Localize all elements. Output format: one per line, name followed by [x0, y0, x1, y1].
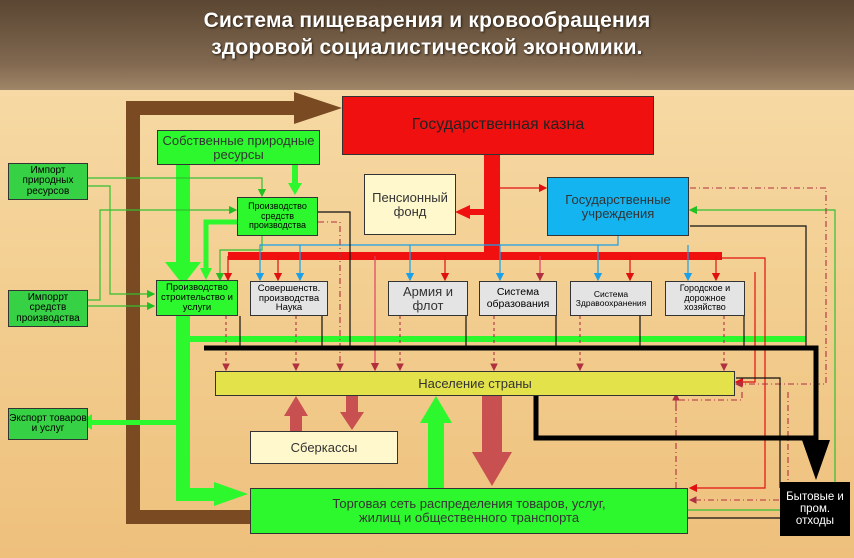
title-line-2: здоровой социалистической экономики. — [211, 36, 643, 59]
import-natural-box: Импорт природных ресурсов — [8, 163, 88, 200]
title-bar: Система пищеварения и кровообращения здо… — [0, 0, 854, 90]
savings-banks-label: Сберкассы — [290, 439, 358, 455]
gov-lines — [255, 236, 693, 282]
army-label: Армия и флот — [402, 283, 453, 313]
treasury-feeds — [223, 183, 766, 493]
title-line-1: Система пищеварения и кровообращения — [203, 9, 651, 32]
city-roads-label: Городское и дорожное хозяйство — [679, 283, 731, 313]
population-label: Население страны — [418, 375, 532, 391]
construction-label: Производство строительство и услуги — [161, 282, 233, 313]
treasury-label: Государственная казна — [411, 116, 585, 134]
healthcare-box: Система Здравоохранения — [570, 281, 652, 316]
trade-network-box: Торговая сеть распределения товаров, усл… — [250, 488, 688, 534]
green-flows — [80, 163, 806, 506]
brown-flow — [126, 92, 342, 524]
import-means-label: Импоррт средств производства — [16, 291, 80, 324]
means-production-box: Производство средств производства — [237, 197, 318, 236]
savings-flows — [284, 396, 512, 486]
population-box: Население страны — [215, 371, 735, 396]
natural-resources-box: Собственные природные ресурсы — [157, 130, 320, 165]
gov-institutions-box: Государственные учреждения — [547, 177, 689, 236]
diagram-background — [0, 90, 854, 558]
gov-institutions-label: Государственные учреждения — [565, 191, 671, 221]
trade-to-gov — [688, 205, 836, 511]
science-label: Совершенств. производства Наука — [257, 282, 321, 314]
pink-feeds — [370, 256, 545, 372]
healthcare-label: Система Здравоохранения — [575, 288, 647, 308]
army-box: Армия и флот — [388, 281, 468, 316]
pension-fund-label: Пенсионный фонд — [372, 189, 448, 219]
trade-network-label: Торговая сеть распределения товаров, усл… — [332, 496, 606, 525]
import-lines — [87, 177, 267, 311]
construction-box: Производство строительство и услуги — [156, 280, 238, 316]
pension-fund-box: Пенсионный фонд — [364, 174, 456, 235]
export-box: Экспорт товаров и услуг — [8, 408, 88, 440]
natural-resources-label: Собственные природные ресурсы — [162, 132, 315, 162]
waste-box: Бытовые и пром. отходы — [780, 482, 850, 536]
waste-flow — [204, 345, 819, 445]
import-means-box: Импоррт средств производства — [8, 290, 88, 327]
science-box: Совершенств. производства Наука — [250, 281, 328, 316]
city-roads-box: Городское и дорожное хозяйство — [665, 281, 745, 316]
waste-label: Бытовые и пром. отходы — [786, 490, 844, 528]
education-label: Система образования — [486, 286, 550, 310]
education-box: Система образования — [479, 281, 557, 316]
means-production-label: Производство средств производства — [248, 201, 307, 231]
treasury-distribution — [228, 155, 722, 260]
savings-banks-box: Сберкассы — [250, 431, 398, 464]
import-natural-label: Импорт природных ресурсов — [22, 164, 74, 197]
treasury-box: Государственная казна — [342, 96, 654, 155]
export-label: Экспорт товаров и услуг — [9, 412, 87, 434]
